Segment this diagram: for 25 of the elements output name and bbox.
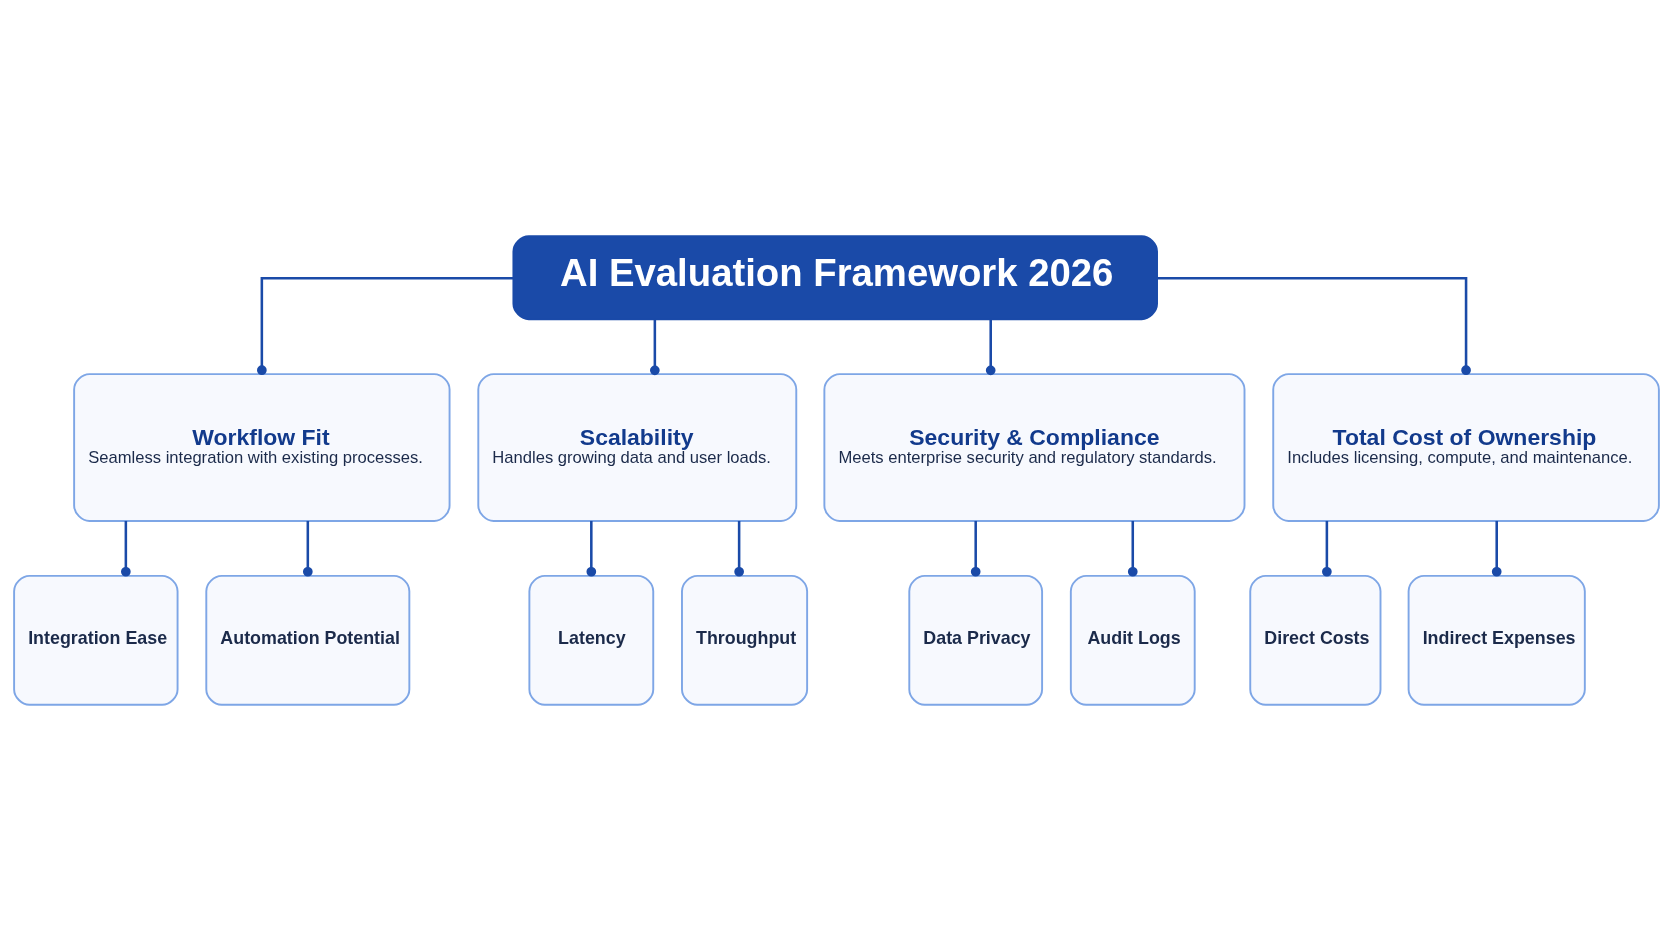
connector — [1321, 520, 1332, 577]
node-box: Audit Logs — [1069, 574, 1196, 706]
node-box: Scalability Handles growing data and user loads. — [476, 373, 797, 522]
node-box: Integration Ease — [12, 574, 178, 706]
node-box: Indirect Expenses — [1407, 574, 1586, 706]
connector — [733, 520, 744, 577]
node-box: Workflow Fit Seamless integration with existing processes. — [72, 373, 451, 522]
node-box: Latency — [527, 574, 654, 706]
connector — [985, 319, 996, 376]
node-box: Security & Compliance Meets enterprise security and regulatory standards. — [822, 373, 1245, 522]
node-box: Automation Potential — [204, 574, 410, 706]
connector — [302, 520, 313, 577]
connector — [585, 520, 596, 577]
connector — [1127, 520, 1138, 577]
connector — [1156, 277, 1471, 376]
connector — [649, 319, 660, 376]
connector — [970, 520, 981, 577]
connector — [256, 277, 513, 376]
node-box: Direct Costs — [1248, 574, 1381, 706]
node-box: Total Cost of Ownership Includes licensing, compute, and maintenance. — [1271, 373, 1660, 522]
connector — [1491, 520, 1502, 577]
node-box: Throughput — [680, 574, 808, 706]
node-box: AI Evaluation Framework 2026 — [511, 235, 1158, 321]
connector — [120, 520, 131, 577]
node-box: Data Privacy — [907, 574, 1043, 706]
